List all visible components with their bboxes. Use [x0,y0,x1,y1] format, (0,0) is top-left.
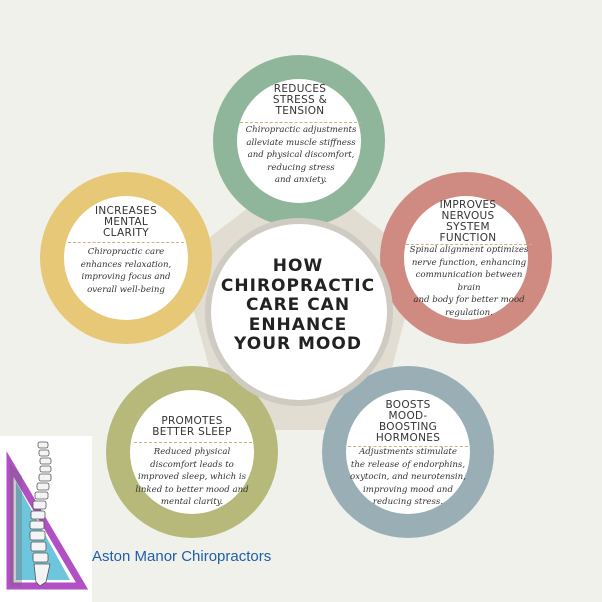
benefit-text-line: improving mood and [363,484,453,495]
benefit-divider [134,442,252,443]
brand-name: Aston Manor Chiropractors [92,548,272,565]
benefit-boosts-hormones [322,366,494,538]
benefit-divider [240,122,362,123]
center-title-line: CARE CAN [245,295,351,315]
benefit-promotes-sleep [106,366,278,538]
benefit-title-line: IMPROVES [439,199,497,211]
benefit-text-line: Chiropractic care [87,247,165,257]
benefit-title: IMPROVES NERVOUS SYSTEM FUNCTION [418,200,518,244]
benefit-improves-nervous [380,172,552,344]
benefit-title-line: TENSION [275,105,325,117]
center-title: HOW CHIROPRACTIC CARE CAN ENHANCE YOUR M… [208,256,388,355]
benefit-text-line: oxytocin, and neurotensin, [350,472,466,482]
benefit-title-line: PROMOTES [161,415,223,427]
benefit-text-line: discomfort leads to [150,459,234,470]
spine-logo-icon [6,441,89,590]
benefit-title: PROMOTES BETTER SLEEP [140,416,244,438]
benefit-text-line: the release of endorphins, [350,459,466,470]
benefit-text: Spinal alignment optimizes nerve functio… [404,244,534,319]
center-title-line: CHIROPRACTIC [220,275,376,296]
benefit-title-line: MENTAL [104,216,148,228]
benefit-title-line: NERVOUS [441,210,495,222]
benefit-text-line: reducing stress [267,162,335,173]
benefit-inner [237,79,361,203]
center-title-line: YOUR MOOD [234,334,362,354]
benefit-title: REDUCES STRESS & TENSION [250,84,350,117]
benefit-text-line: nerve function, enhancing [411,257,527,268]
benefit-title: BOOSTS MOOD- BOOSTING HORMONES [358,400,458,444]
benefit-divider [406,244,532,245]
center-ring [205,218,393,406]
benefit-text-line: regulation. [445,307,493,318]
center-title-line: ENHANCE [248,314,348,335]
benefit-title-line: BOOSTS [385,399,431,411]
benefit-text-line: Adjustments stimulate [359,447,457,457]
benefit-title-line: STRESS & [272,94,328,106]
benefit-text: Chiropractic adjustments alleviate muscl… [238,124,364,187]
benefit-title-line: BETTER SLEEP [152,426,232,438]
benefit-increases-clarity [40,172,212,344]
benefit-text-line: overall well-being [87,284,165,295]
benefit-text-line: Reduced physical [153,447,231,457]
benefit-text: Chiropractic care enhances relaxation, i… [64,246,188,296]
benefit-text-line: alleviate muscle stiffness [246,137,356,148]
benefit-text-line: enhances relaxation, [80,259,172,270]
benefit-text-line: Spinal alignment optimizes [409,245,529,255]
benefit-inner [64,196,188,320]
benefit-text: Reduced physical discomfort leads to imp… [128,446,256,509]
benefit-title-line: SYSTEM [446,221,490,233]
benefit-divider [68,242,184,243]
benefit-text-line: reducing stress. [372,497,444,507]
center-inner [211,224,387,400]
benefit-title-line: BOOSTING [378,421,438,433]
benefit-inner [346,390,470,514]
benefit-text-line: linked to better mood and [135,484,249,495]
benefit-title-line: INCREASES [94,205,158,217]
benefit-text-line: mental clarity. [160,497,224,507]
benefit-text-line: and physical discomfort, [247,150,355,160]
benefit-text: Adjustments stimulate the release of end… [344,446,472,509]
benefit-text-line: Chiropractic adjustments [245,125,357,135]
benefit-text-line: improving focus and [81,272,171,282]
benefit-inner [130,390,254,514]
benefit-divider [348,446,468,447]
benefit-title-line: FUNCTION [439,232,497,244]
benefit-text-line: improved sleep, which is [137,472,247,482]
benefit-title-line: CLARITY [103,227,149,239]
benefit-title-line: HORMONES [375,432,441,444]
benefit-title-line: MOOD- [388,410,428,422]
benefit-text-line: and anxiety. [274,175,328,185]
benefit-reduces-stress [213,55,385,227]
benefit-inner [404,196,528,320]
benefit-title-line: REDUCES [273,83,327,95]
center-title-line: HOW [272,256,324,276]
benefit-text-line: communication between brain [415,270,523,293]
benefit-title: INCREASES MENTAL CLARITY [76,206,176,239]
benefit-text-line: and body for better mood [413,295,525,305]
